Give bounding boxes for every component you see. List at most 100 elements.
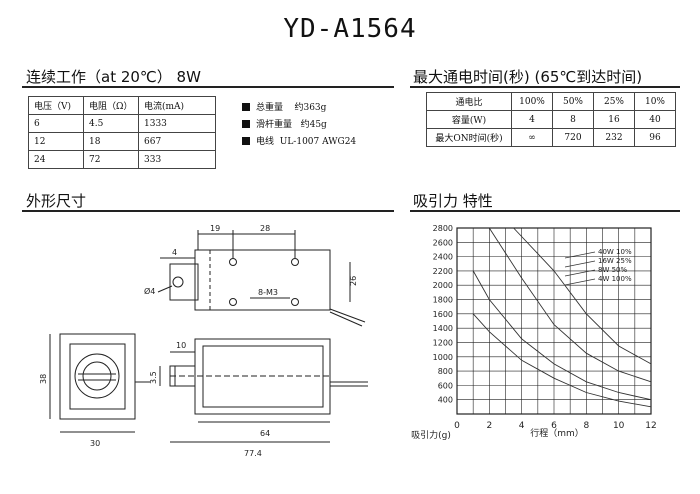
dimension-drawing: 19 28 4 Ø4 8-M3 26 38 30 10 3.5 64 77.4 (39, 224, 368, 458)
y-tick-label: 2400 (433, 253, 453, 262)
legend-entry: 16W 25% (598, 257, 632, 265)
dim-label: 26 (349, 276, 358, 286)
top-view-plunger (169, 263, 199, 301)
table-cell: 12 (28, 132, 84, 151)
y-tick-label: 1600 (433, 310, 453, 319)
x-tick-label: 12 (645, 421, 656, 431)
table-header: 容量(W) (426, 110, 512, 129)
continuous-section-title: 连续工作（at 20℃） 8W (26, 68, 201, 86)
table-row: 容量(W) 4 8 16 40 (426, 110, 676, 129)
bullet-icon (242, 137, 250, 145)
legend-leader (564, 260, 596, 268)
table-row: 通电比 100% 50% 25% 10% (426, 92, 676, 111)
screw-hole (229, 298, 237, 306)
screw-hole (291, 298, 299, 306)
table-cell: 96 (634, 128, 676, 147)
x-tick-label: 0 (454, 421, 460, 431)
x-axis-label: 行程（mm） (530, 427, 584, 439)
table-cell: 100% (511, 92, 553, 111)
dim-label: 28 (260, 224, 270, 233)
table-header: 电压（V) (28, 96, 84, 115)
table-cell: 333 (138, 150, 216, 169)
table-row: 最大ON时间(秒) ∞ 720 232 96 (426, 128, 676, 147)
mount-hole (172, 276, 184, 288)
y-tick-label: 1000 (433, 353, 453, 362)
dim-label: 38 (39, 374, 48, 384)
series-line-1 (488, 227, 652, 383)
table-cell: 24 (28, 150, 84, 169)
y-tick-label: 1200 (433, 338, 453, 347)
table-cell: 8 (552, 110, 594, 129)
table-cell: 16 (593, 110, 635, 129)
table-header: 通电比 (426, 92, 512, 111)
dim-label: Ø4 (144, 286, 155, 296)
y-tick-label: 2200 (433, 267, 453, 276)
dim-label: 19 (210, 224, 220, 233)
force-chart: 4006008001000120014001600180020002200240… (411, 224, 657, 441)
table-header: 最大ON时间(秒) (426, 128, 512, 147)
legend-entry: 8W 50% (598, 266, 628, 274)
table-cell: 18 (83, 132, 139, 151)
divider (410, 210, 680, 212)
table-cell: 50% (552, 92, 594, 111)
top-view-body (194, 249, 331, 311)
x-tick-label: 4 (519, 421, 525, 431)
chart-legend: 40W 10%16W 25%8W 50%4W 100% (564, 248, 632, 286)
front-view-body (59, 333, 136, 420)
table-cell: 232 (593, 128, 635, 147)
table-cell: 720 (552, 128, 594, 147)
bullet-icon (242, 120, 250, 128)
series-line-3 (472, 313, 652, 408)
table-cell: 1333 (138, 114, 216, 133)
y-axis-label: 吸引力(g) (411, 429, 451, 441)
legend-leader (564, 251, 596, 259)
y-tick-label: 2000 (433, 281, 453, 290)
spec-plunger-weight: 滑杆重量 约45g (242, 117, 356, 134)
table-cell: 6 (28, 114, 84, 133)
electrical-table: 电压（V) 电阻（Ω） 电流(mA) 6 4.5 1333 12 18 667 … (28, 96, 216, 169)
spec-weight: 总重量 约363g (242, 100, 356, 117)
y-tick-label: 2600 (433, 238, 453, 247)
table-row: 电压（V) 电阻（Ω） 电流(mA) (28, 96, 216, 115)
x-tick-label: 10 (613, 421, 625, 431)
dim-label: 3.5 (149, 371, 158, 384)
table-cell: ∞ (511, 128, 553, 147)
table-cell: 40 (634, 110, 676, 129)
screw-hole (229, 258, 237, 266)
legend-leader (564, 269, 596, 277)
legend-entry: 40W 10% (598, 248, 632, 256)
screw-hole (291, 258, 299, 266)
y-tick-label: 1400 (433, 324, 453, 333)
product-title: YD-A1564 (283, 14, 417, 44)
legend-leader (564, 278, 596, 286)
x-tick-label: 2 (486, 421, 492, 431)
series-line-2 (472, 270, 652, 401)
table-header: 电阻（Ω） (83, 96, 139, 115)
front-view-bore (74, 353, 120, 399)
dim-label: 77.4 (244, 449, 262, 458)
table-header: 电流(mA) (138, 96, 216, 115)
table-cell: 10% (634, 92, 676, 111)
table-row: 24 72 333 (28, 150, 216, 169)
y-tick-label: 800 (438, 367, 453, 376)
dim-label: 64 (260, 429, 270, 438)
table-cell: 4 (511, 110, 553, 129)
legend-entry: 4W 100% (598, 275, 632, 283)
max-on-section-title: 最大通电时间(秒) (65℃到达时间) (413, 68, 643, 86)
bullet-icon (242, 103, 250, 111)
y-tick-label: 400 (438, 396, 453, 405)
dim-label: 30 (90, 439, 100, 448)
dimensions-section-title: 外形尺寸 (26, 192, 87, 210)
dim-label: 8-M3 (258, 288, 278, 297)
table-row: 12 18 667 (28, 132, 216, 151)
table-cell: 72 (83, 150, 139, 169)
spec-list: 总重量 约363g 滑杆重量 约45g 电线 UL-1007 AWG24 (242, 100, 356, 151)
divider (410, 86, 680, 88)
dim-label: 10 (176, 341, 186, 350)
table-cell: 667 (138, 132, 216, 151)
duty-table: 通电比 100% 50% 25% 10% 容量(W) 4 8 16 40 最大O… (426, 92, 676, 147)
x-tick-label: 8 (583, 421, 589, 431)
table-cell: 25% (593, 92, 635, 111)
force-section-title: 吸引力 特性 (413, 192, 493, 210)
divider (22, 210, 394, 212)
